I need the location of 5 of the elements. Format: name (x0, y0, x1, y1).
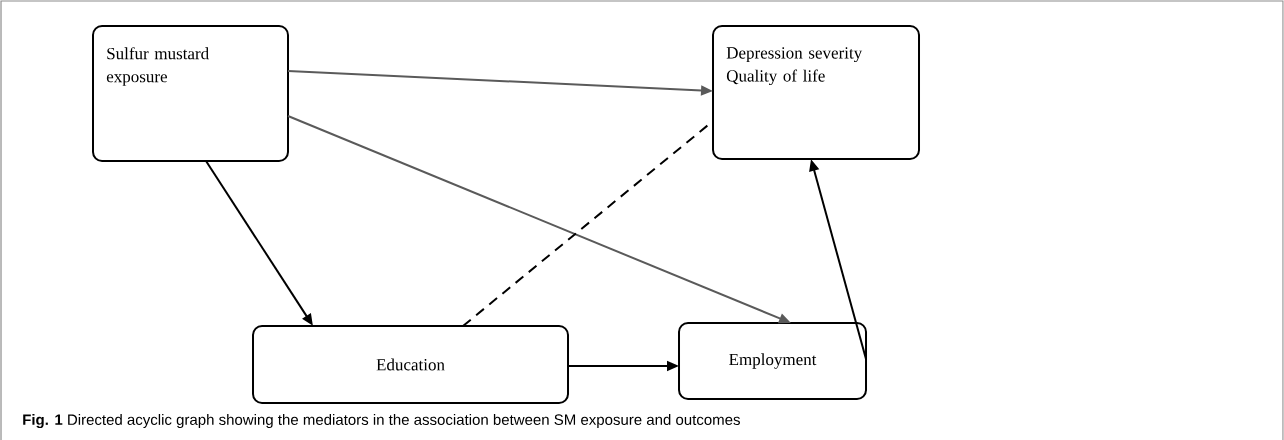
caption: Fig. 1 Directed acyclic graph showing the mediators in the association between SM exposure and outcomes (23, 414, 740, 429)
process-box: Depression severity Quality of life (712, 25, 920, 160)
process-box: Employment (678, 322, 867, 400)
process-box: Sulfur mustard exposure (92, 25, 289, 162)
process-box: Education (252, 325, 569, 404)
